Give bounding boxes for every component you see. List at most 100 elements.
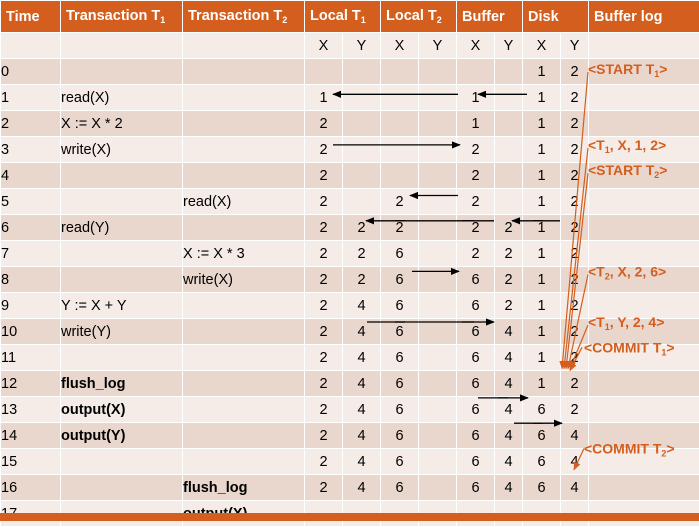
buffer-log-cell <box>589 423 699 449</box>
time-cell: 6 <box>1 215 61 241</box>
value-cell-by: 4 <box>495 449 523 475</box>
subheader-blank <box>1 33 61 59</box>
bottom-accent-bar <box>0 513 699 521</box>
value-cell-dy: 2 <box>561 319 589 345</box>
value-cell-l2y <box>419 319 457 345</box>
value-cell-l2x: 6 <box>381 241 419 267</box>
transaction-t1-cell: read(Y) <box>61 215 183 241</box>
header-row: Time Transaction T1 Transaction T2 Local… <box>1 1 699 33</box>
value-cell-l1x: 2 <box>305 319 343 345</box>
value-cell-by: 4 <box>495 475 523 501</box>
value-cell-dx: 1 <box>523 189 561 215</box>
value-cell-l2x: 6 <box>381 371 419 397</box>
buffer-log-cell <box>589 85 699 111</box>
header-time: Time <box>1 1 61 33</box>
buffer-log-cell <box>589 319 699 345</box>
transaction-t1-cell <box>61 345 183 371</box>
subheader-cell: Y <box>419 33 457 59</box>
transaction-t2-cell: X := X * 3 <box>183 241 305 267</box>
value-cell-l1y <box>343 85 381 111</box>
value-cell-l1y: 2 <box>343 215 381 241</box>
value-cell-dx: 1 <box>523 345 561 371</box>
header-buffer-log: Buffer log <box>589 1 699 33</box>
time-cell: 1 <box>1 85 61 111</box>
transaction-t2-cell <box>183 215 305 241</box>
transaction-t2-cell <box>183 163 305 189</box>
value-cell-dy: 2 <box>561 345 589 371</box>
value-cell-l2x: 2 <box>381 215 419 241</box>
time-cell: 8 <box>1 267 61 293</box>
value-cell-l1x: 2 <box>305 423 343 449</box>
buffer-log-cell <box>589 241 699 267</box>
subheader-cell: Y <box>561 33 589 59</box>
value-cell-l1x: 2 <box>305 111 343 137</box>
transaction-t1-cell: flush_log <box>61 371 183 397</box>
time-cell: 14 <box>1 423 61 449</box>
value-cell-dy: 2 <box>561 189 589 215</box>
value-cell-bx: 6 <box>457 319 495 345</box>
value-cell-l1y <box>343 137 381 163</box>
transaction-t1-cell: write(Y) <box>61 319 183 345</box>
buffer-log-cell <box>589 345 699 371</box>
value-cell-l2x: 6 <box>381 423 419 449</box>
buffer-log-cell <box>589 137 699 163</box>
value-cell-l1x: 2 <box>305 397 343 423</box>
value-cell-l2y <box>419 449 457 475</box>
value-cell-l2y <box>419 241 457 267</box>
value-cell-l1x: 2 <box>305 189 343 215</box>
subheader-cell: Y <box>495 33 523 59</box>
transaction-t1-cell: Y := X + Y <box>61 293 183 319</box>
value-cell-bx: 2 <box>457 215 495 241</box>
value-cell-l1y: 4 <box>343 397 381 423</box>
value-cell-by <box>495 189 523 215</box>
transaction-t1-cell: write(X) <box>61 137 183 163</box>
value-cell-dy: 2 <box>561 163 589 189</box>
value-cell-l1x <box>305 59 343 85</box>
header-transaction-t2: Transaction T2 <box>183 1 305 33</box>
value-cell-by: 4 <box>495 423 523 449</box>
value-cell-l1x: 2 <box>305 345 343 371</box>
value-cell-bx <box>457 59 495 85</box>
transaction-t1-cell <box>61 475 183 501</box>
value-cell-dx: 1 <box>523 215 561 241</box>
value-cell-by <box>495 85 523 111</box>
transaction-t2-cell <box>183 293 305 319</box>
buffer-log-cell <box>589 215 699 241</box>
value-cell-dy: 2 <box>561 111 589 137</box>
time-cell: 15 <box>1 449 61 475</box>
subheader-cell: X <box>305 33 343 59</box>
transaction-t2-cell <box>183 345 305 371</box>
value-cell-l2x: 6 <box>381 397 419 423</box>
value-cell-l2y <box>419 137 457 163</box>
value-cell-l2y <box>419 267 457 293</box>
buffer-log-cell <box>589 475 699 501</box>
subheader-blank <box>183 33 305 59</box>
value-cell-dx: 6 <box>523 423 561 449</box>
value-cell-by: 2 <box>495 241 523 267</box>
transaction-t2-cell: read(X) <box>183 189 305 215</box>
value-cell-l2x: 6 <box>381 475 419 501</box>
value-cell-l1x: 2 <box>305 475 343 501</box>
value-cell-l2x <box>381 85 419 111</box>
value-cell-dx: 1 <box>523 59 561 85</box>
value-cell-by: 2 <box>495 267 523 293</box>
value-cell-bx: 2 <box>457 163 495 189</box>
value-cell-l1x: 2 <box>305 215 343 241</box>
value-cell-dx: 1 <box>523 371 561 397</box>
transaction-t2-cell <box>183 85 305 111</box>
transaction-t2-cell: flush_log <box>183 475 305 501</box>
subheader-cell: X <box>381 33 419 59</box>
value-cell-bx: 6 <box>457 475 495 501</box>
value-cell-dx: 6 <box>523 397 561 423</box>
value-cell-l1y: 4 <box>343 475 381 501</box>
